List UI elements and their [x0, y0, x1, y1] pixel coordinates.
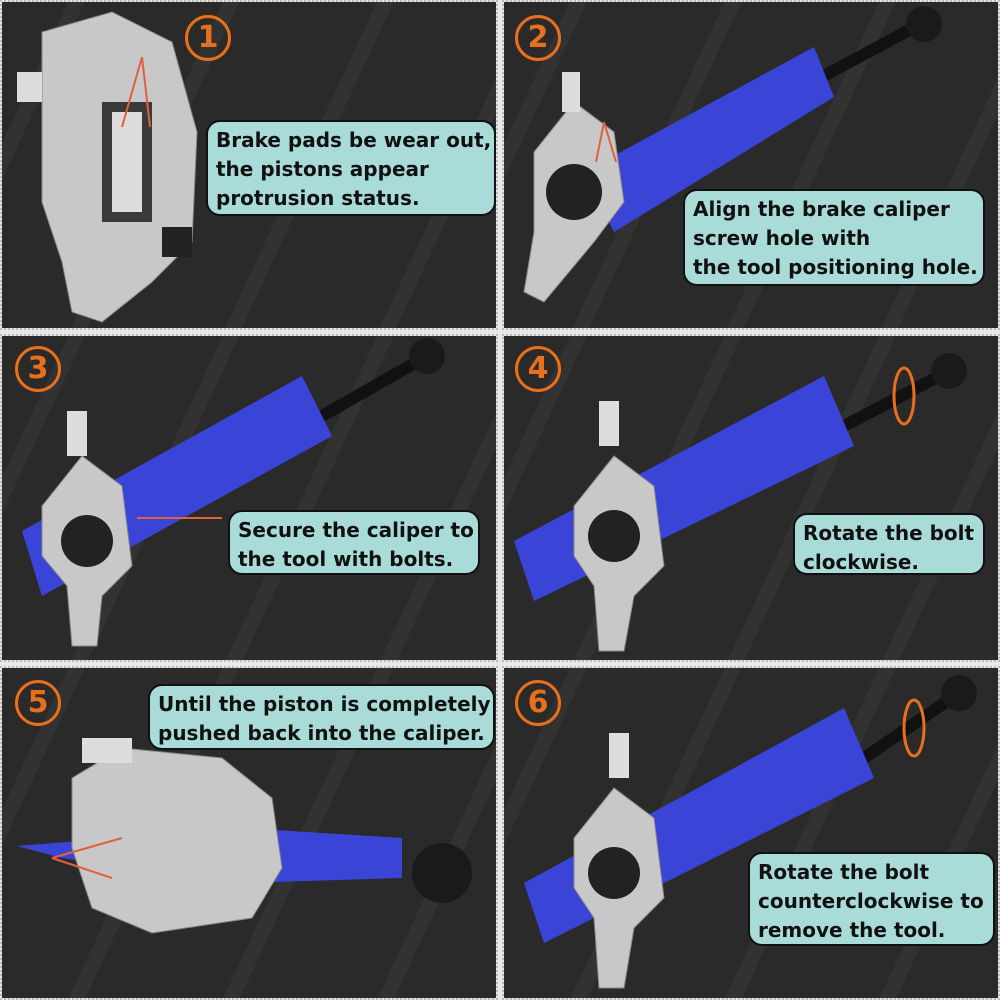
step-2-callout: Align the brake caliper screw hole with … [683, 189, 985, 286]
step-6-callout: Rotate the bolt counterclockwise to remo… [748, 852, 995, 946]
step-5-panel: 5 Until the piston is completely pushed … [0, 666, 498, 1000]
step-number-badge: 5 [15, 680, 61, 726]
rotate-clockwise-image [514, 353, 967, 652]
step-4-callout: Rotate the bolt clockwise. [793, 513, 985, 575]
step-4-panel: 4 Rotate the bolt clockwise. [502, 334, 1000, 662]
step-1-callout: Brake pads be wear out, the pistons appe… [206, 120, 496, 216]
step-3-callout: Secure the caliper to the tool with bolt… [228, 510, 480, 575]
worn-caliper-image [17, 11, 198, 323]
step-number-badge: 3 [15, 346, 61, 392]
step-number-badge: 1 [185, 15, 231, 61]
step-1-panel: 1 Brake pads be wear out, the pistons ap… [0, 0, 498, 330]
step-6-panel: 6 Rotate the bolt counterclockwise to re… [502, 666, 1000, 1000]
caliper-on-tool-image [523, 6, 942, 303]
step-5-callout: Until the piston is completely pushed ba… [148, 684, 495, 750]
step-number-badge: 2 [515, 15, 561, 61]
step-number-badge: 6 [515, 680, 561, 726]
rotate-counterclockwise-image [524, 675, 977, 989]
step-number-badge: 4 [515, 346, 561, 392]
piston-pushed-image [17, 738, 472, 934]
caliper-bolted-image [22, 338, 445, 647]
step-3-panel: 3 Secure the caliper to the tool with bo… [0, 334, 498, 662]
step-2-panel: 2 Align the brake caliper screw hole wit… [502, 0, 1000, 330]
